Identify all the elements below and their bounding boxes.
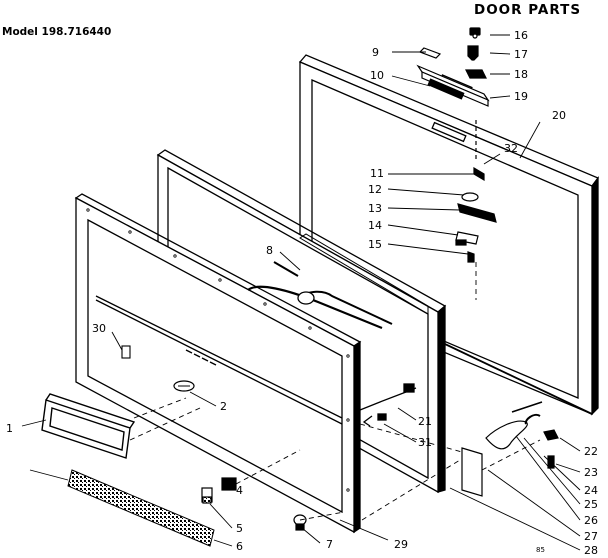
bottom-hinge-hardware — [455, 120, 497, 263]
top-hinge-hardware — [416, 27, 490, 107]
callout-31: 31 — [418, 436, 432, 449]
callout-14: 14 — [368, 219, 382, 232]
callout-26: 26 — [584, 514, 598, 527]
callout-25: 25 — [584, 498, 598, 511]
page-stamp: 85 — [536, 546, 545, 554]
callout-6: 6 — [236, 540, 243, 553]
callout-29: 29 — [394, 538, 408, 551]
callout-19: 19 — [514, 90, 528, 103]
leader-lines — [21, 34, 581, 551]
callout-10: 10 — [370, 69, 384, 82]
callout-2: 2 — [220, 400, 227, 413]
callout-16: 16 — [514, 29, 528, 42]
callout-28: 28 — [584, 544, 598, 557]
callout-23: 23 — [584, 466, 598, 479]
door-seal-gasket — [247, 261, 393, 330]
callout-30: 30 — [92, 322, 106, 335]
callout-24: 24 — [584, 484, 598, 497]
callout-15: 15 — [368, 238, 382, 251]
page-title: DOOR PARTS — [474, 2, 582, 18]
callout-20: 20 — [552, 109, 566, 122]
callout-17: 17 — [514, 48, 528, 61]
callout-12: 12 — [368, 183, 382, 196]
callout-13: 13 — [368, 202, 382, 215]
callout-32: 32 — [504, 142, 518, 155]
callout-11: 11 — [370, 167, 384, 180]
callout-5: 5 — [236, 522, 243, 535]
callout-4: 4 — [236, 484, 243, 497]
callout-22: 22 — [584, 445, 598, 458]
callout-7: 7 — [326, 538, 333, 551]
callout-8: 8 — [266, 244, 273, 257]
wiring-harness — [359, 383, 417, 427]
model-number: Model 198.716440 — [2, 26, 112, 38]
lower-hinge-parts — [461, 401, 559, 497]
callout-1: 1 — [6, 422, 13, 435]
grit-strip — [67, 469, 215, 547]
callout-18: 18 — [514, 68, 528, 81]
door-handle — [41, 393, 136, 459]
callout-21: 21 — [418, 415, 432, 428]
callout-labels: 1 2 4 5 6 7 8 9 10 11 12 13 14 15 16 17 … — [6, 29, 598, 557]
callout-9: 9 — [372, 46, 379, 59]
callout-27: 27 — [584, 530, 598, 543]
